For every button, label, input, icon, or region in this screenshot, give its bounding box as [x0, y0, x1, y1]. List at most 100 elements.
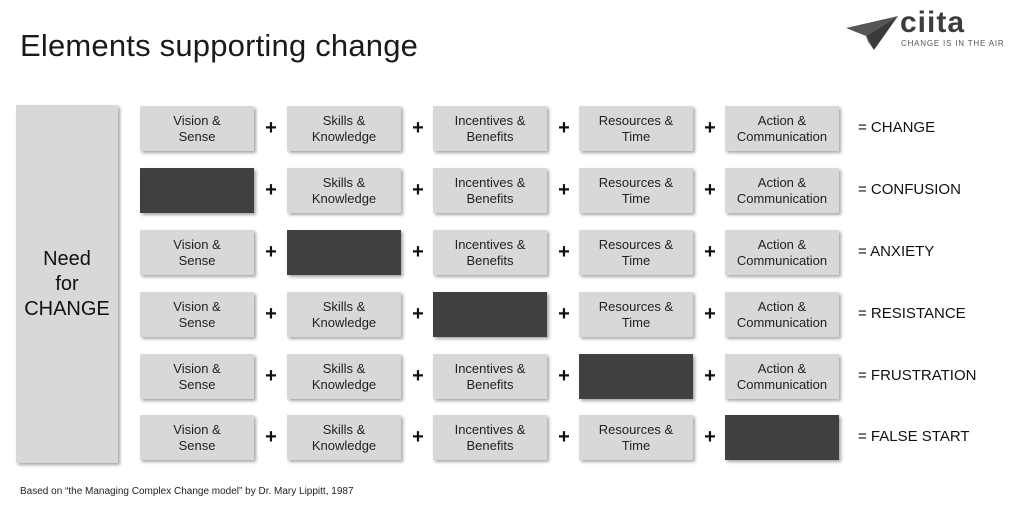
element-label-line2: Knowledge	[311, 314, 377, 330]
element-box: Resources &Time	[579, 106, 693, 151]
element-label-line1: Incentives &	[454, 421, 526, 437]
element-label-line1: Resources &	[598, 112, 674, 128]
element-label-line1: Action &	[757, 236, 807, 252]
element-label-line1: Skills &	[322, 112, 366, 128]
plus-sign: +	[265, 241, 277, 263]
element-box: Resources &Time	[579, 230, 693, 275]
matrix-row: Vision &Sense + Skills &Knowledge + Incentiv…	[140, 354, 1000, 399]
matrix-row: Vision &Sense + + Incentives &Benefits + Reso…	[140, 230, 1000, 275]
plus-sign: +	[265, 426, 277, 448]
page-title: Elements supporting change	[20, 28, 419, 63]
missing-element-box	[140, 168, 254, 213]
plus-sign: +	[558, 117, 570, 139]
element-label-line1: Action &	[757, 360, 807, 376]
matrix-row: Vision &Sense + Skills &Knowledge + + Resourc…	[140, 292, 1000, 337]
element-label-line1: Vision &	[173, 112, 221, 128]
element-label-line2: Benefits	[466, 252, 514, 268]
plus-sign: +	[558, 179, 570, 201]
missing-element-box	[725, 415, 839, 460]
element-label-line2: Communication	[736, 252, 828, 268]
element-label-line1: Skills &	[322, 174, 366, 190]
element-box: Vision &Sense	[140, 106, 254, 151]
element-label-line2: Time	[621, 190, 651, 206]
plus-sign: +	[265, 117, 277, 139]
element-label-line1: Vision &	[173, 421, 221, 437]
element-label-line1: Skills &	[322, 298, 366, 314]
element-box: Incentives &Benefits	[433, 168, 547, 213]
element-box: Vision &Sense	[140, 230, 254, 275]
plus-sign: +	[704, 241, 716, 263]
matrix-row: Vision &Sense + Skills &Knowledge + Incentiv…	[140, 106, 1000, 151]
element-label-line1: Vision &	[173, 360, 221, 376]
need-label-line: Need	[43, 247, 91, 270]
source-footnote: Based on “the Managing Complex Change mo…	[20, 486, 354, 497]
element-box: Incentives &Benefits	[433, 415, 547, 460]
element-label-line1: Action &	[757, 112, 807, 128]
need-label-line: CHANGE	[24, 297, 110, 320]
plus-sign: +	[412, 303, 424, 325]
ciita-logo: ciita CHANGE IS IN THE AIR	[846, 6, 1016, 54]
element-box: Action &Communication	[725, 168, 839, 213]
plus-sign: +	[412, 426, 424, 448]
element-label-line2: Time	[621, 252, 651, 268]
element-label-line2: Communication	[736, 128, 828, 144]
plus-sign: +	[412, 365, 424, 387]
need-label-line: for	[55, 272, 79, 295]
element-label-line1: Action &	[757, 298, 807, 314]
row-result-label: = FRUSTRATION	[858, 367, 977, 384]
element-label-line1: Vision &	[173, 298, 221, 314]
need-for-change-box: Need for CHANGE	[16, 105, 118, 463]
plus-sign: +	[558, 365, 570, 387]
element-label-line1: Incentives &	[454, 236, 526, 252]
plus-sign: +	[704, 426, 716, 448]
row-result-label: = CHANGE	[858, 119, 936, 136]
element-label-line1: Resources &	[598, 174, 674, 190]
logo-wordmark: ciita	[900, 6, 966, 39]
missing-element-box	[579, 354, 693, 399]
plus-sign: +	[412, 179, 424, 201]
element-box: Action &Communication	[725, 230, 839, 275]
element-box: Skills &Knowledge	[287, 168, 401, 213]
element-label-line2: Communication	[736, 376, 828, 392]
row-result-label: = CONFUSION	[858, 181, 961, 198]
plus-sign: +	[704, 365, 716, 387]
element-box: Resources &Time	[579, 292, 693, 337]
element-label-line1: Incentives &	[454, 360, 526, 376]
element-label-line2: Benefits	[466, 376, 514, 392]
element-label-line2: Knowledge	[311, 128, 377, 144]
element-label-line2: Time	[621, 437, 651, 453]
element-box: Vision &Sense	[140, 415, 254, 460]
element-label-line1: Skills &	[322, 360, 366, 376]
plus-sign: +	[704, 303, 716, 325]
element-box: Vision &Sense	[140, 292, 254, 337]
element-box: Resources &Time	[579, 415, 693, 460]
element-box: Incentives &Benefits	[433, 106, 547, 151]
plus-sign: +	[558, 426, 570, 448]
element-label-line2: Sense	[178, 314, 216, 330]
element-label-line2: Sense	[178, 252, 216, 268]
element-label-line1: Resources &	[598, 298, 674, 314]
element-label-line2: Knowledge	[311, 376, 377, 392]
plus-sign: +	[558, 241, 570, 263]
plus-sign: +	[704, 179, 716, 201]
element-label-line1: Skills &	[322, 421, 366, 437]
element-label-line2: Communication	[736, 314, 828, 330]
missing-element-box	[287, 230, 401, 275]
paper-plane-icon	[846, 16, 898, 50]
element-label-line2: Benefits	[466, 437, 514, 453]
matrix-row: Vision &Sense+Skills &Knowledge+Incentiv…	[140, 415, 1000, 460]
element-label-line1: Vision &	[173, 236, 221, 252]
plus-sign: +	[265, 365, 277, 387]
plus-sign: +	[412, 241, 424, 263]
element-box: Skills &Knowledge	[287, 354, 401, 399]
element-label-line2: Sense	[178, 376, 216, 392]
plus-sign: +	[265, 303, 277, 325]
element-box: Action &Communication	[725, 354, 839, 399]
plus-sign: +	[265, 179, 277, 201]
element-label-line2: Benefits	[466, 190, 514, 206]
matrix-row: + Skills &Knowledge + Incentives &Benefits +…	[140, 168, 1000, 213]
logo-tagline: CHANGE IS IN THE AIR	[901, 39, 1005, 48]
row-result-label: = RESISTANCE	[858, 305, 966, 322]
element-label-line1: Resources &	[598, 421, 674, 437]
element-label-line1: Action &	[757, 174, 807, 190]
